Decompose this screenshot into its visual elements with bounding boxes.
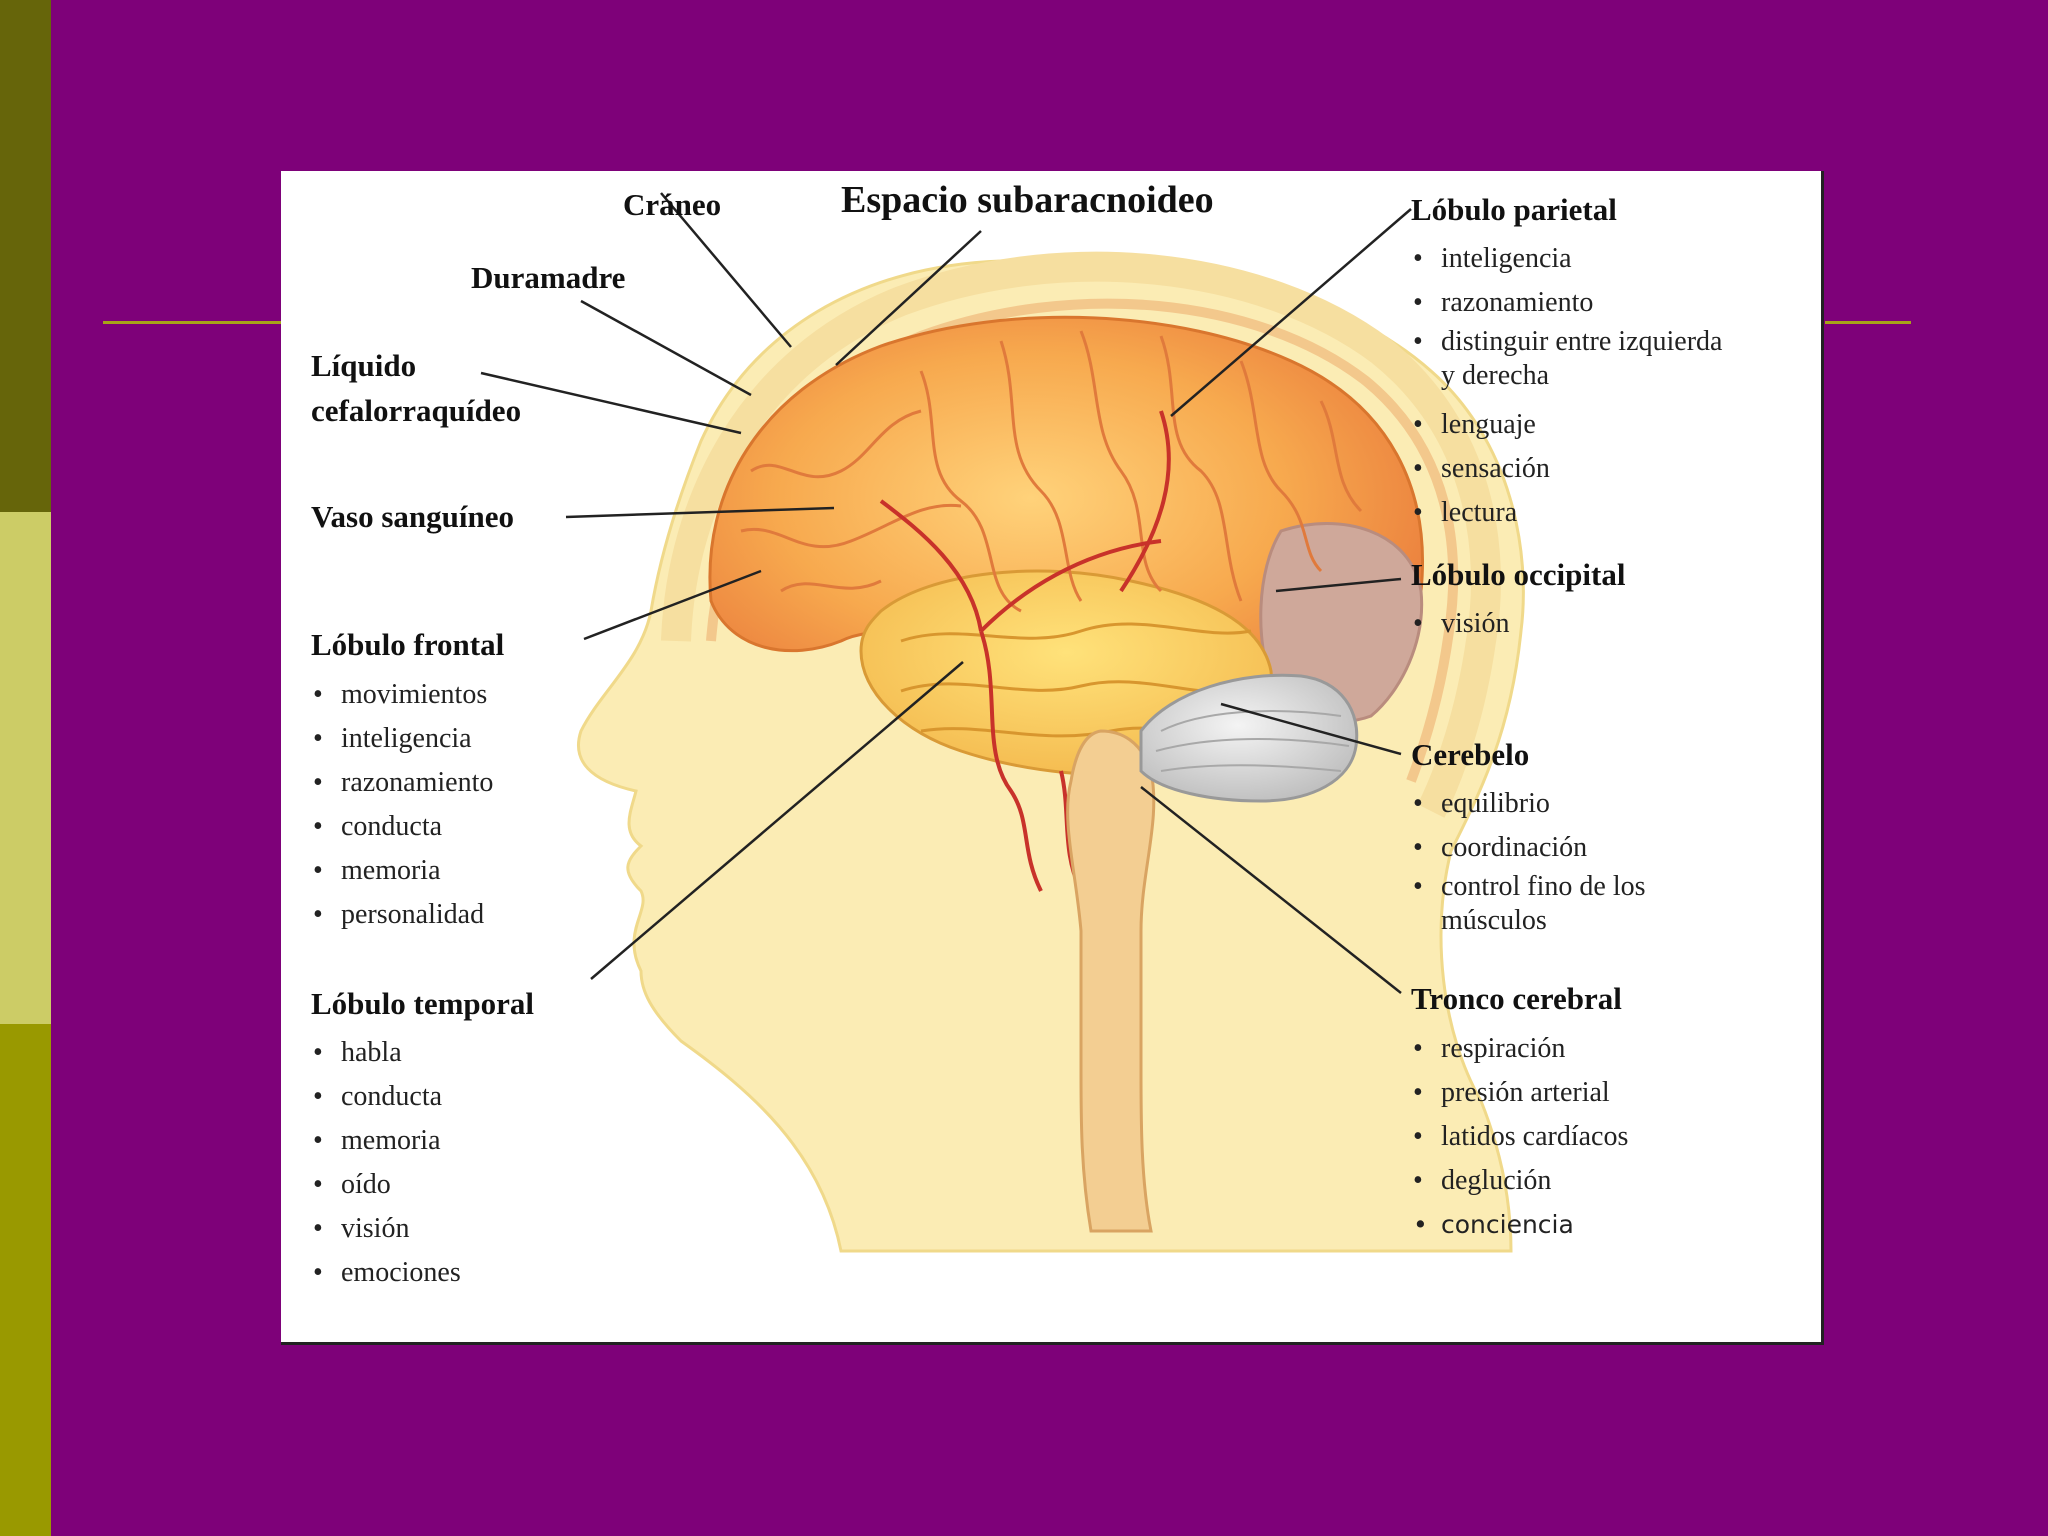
list-item: inteligencia (311, 717, 493, 761)
list-item: razonamiento (1411, 281, 1741, 325)
lobulo-parietal-list: inteligencia razonamiento distinguir ent… (1411, 237, 1741, 535)
list-item: visión (311, 1207, 461, 1251)
list-item: conducta (311, 1075, 461, 1119)
tronco-cerebral-title: Tronco cerebral (1411, 981, 1622, 1017)
list-item: lectura (1411, 491, 1741, 535)
list-item: coordinación (1411, 826, 1711, 870)
lobulo-frontal-list: movimientos inteligencia razonamiento co… (311, 673, 493, 937)
lobulo-parietal-title: Lóbulo parietal (1411, 192, 1617, 228)
list-item: latidos cardíacos (1411, 1115, 1628, 1159)
list-item: habla (311, 1031, 461, 1075)
list-item: conducta (311, 805, 493, 849)
list-item: sensación (1411, 447, 1741, 491)
lobulo-temporal-title: Lóbulo temporal (311, 986, 534, 1022)
list-item: memoria (311, 849, 493, 893)
list-item: equilibrio (1411, 782, 1711, 826)
side-bar-top (0, 0, 51, 512)
cerebelo-title: Cerebelo (1411, 737, 1529, 773)
list-item: presión arterial (1411, 1071, 1628, 1115)
cerebelo-list: equilibrio coordinación control fino de … (1411, 782, 1711, 948)
lobulo-occipital-title: Lóbulo occipital (1411, 557, 1625, 593)
list-item: control fino de los músculos (1411, 870, 1711, 938)
label-cefalorraquideo: cefalorraquídeo (311, 393, 521, 429)
list-item: conciencia (1411, 1203, 1628, 1247)
list-item: deglución (1411, 1159, 1628, 1203)
tronco-cerebral-list: respiración presión arterial latidos car… (1411, 1027, 1628, 1247)
label-duramadre: Duramadre (471, 260, 625, 296)
list-item: personalidad (311, 893, 493, 937)
label-liquido: Líquido (311, 348, 416, 384)
list-item: movimientos (311, 673, 493, 717)
list-item: memoria (311, 1119, 461, 1163)
list-item: visión (1411, 602, 1509, 646)
decorative-line-right (1825, 321, 1911, 324)
list-item: inteligencia (1411, 237, 1741, 281)
list-item: distinguir entre izquierda y derecha (1411, 325, 1741, 393)
label-espacio-subaracnoideo: Espacio subaracnoideo (841, 178, 1214, 222)
list-item: emociones (311, 1251, 461, 1295)
list-item: oído (311, 1163, 461, 1207)
list-item: respiración (1411, 1027, 1628, 1071)
lobulo-occipital-list: visión (1411, 602, 1509, 646)
lobulo-temporal-list: habla conducta memoria oído visión emoci… (311, 1031, 461, 1295)
label-vaso-sanguineo: Vaso sanguíneo (311, 499, 514, 535)
list-item: razonamiento (311, 761, 493, 805)
brain-diagram-figure: Cráneo Espacio subaracnoideo Duramadre L… (281, 171, 1824, 1345)
side-bar-middle (0, 512, 51, 1024)
lobulo-frontal-title: Lóbulo frontal (311, 627, 504, 663)
side-bar-bottom (0, 1024, 51, 1536)
decorative-line-left (103, 321, 283, 324)
label-craneo: Cráneo (623, 187, 721, 223)
list-item: lenguaje (1411, 403, 1741, 447)
